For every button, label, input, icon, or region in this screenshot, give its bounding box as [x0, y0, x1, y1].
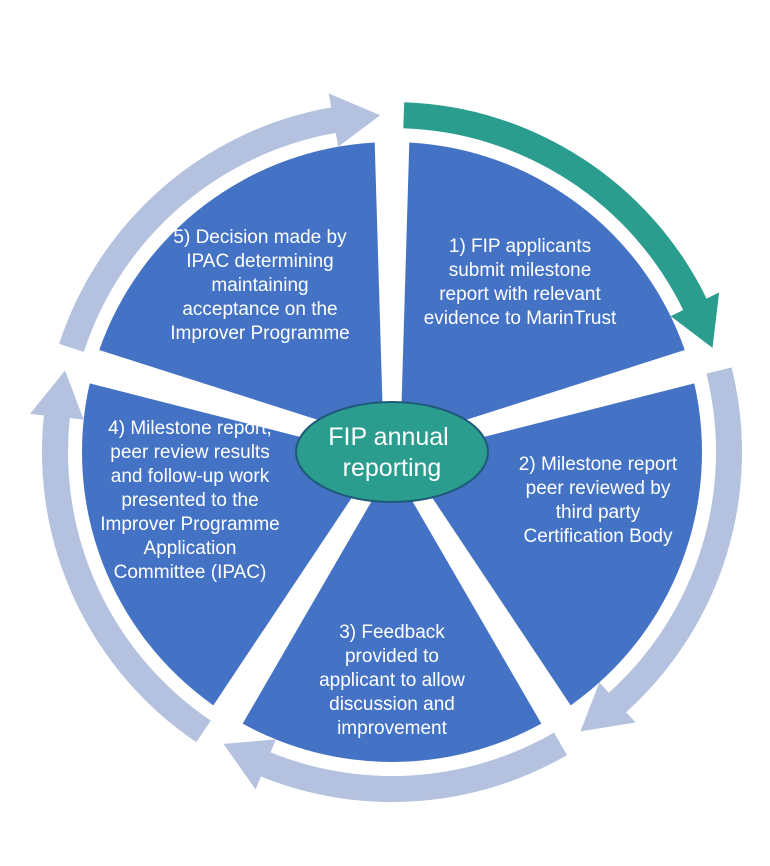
step-5-label-line: 5) Decision made by: [173, 227, 347, 248]
step-3-label-line: applicant to allow: [319, 670, 465, 691]
center-label-line-1: FIP annual: [328, 423, 448, 451]
step-2-label-line: peer reviewed by: [526, 478, 671, 499]
segment-step-5: [99, 142, 384, 441]
segment-step-3: [242, 466, 542, 762]
arrow-step-3-to-4: [223, 732, 567, 802]
step-4-label-line: presented to the: [121, 490, 258, 511]
arrow-step-4-to-5: [29, 370, 211, 743]
step-4-label-line: Committee (IPAC): [114, 562, 267, 583]
step-4-label-line: Application: [144, 538, 237, 559]
step-3-label-line: improvement: [337, 718, 448, 739]
step-1-label-line: submit milestone: [449, 260, 592, 281]
step-4-label-line: Improver Programme: [100, 514, 280, 535]
step-5-label-line: IPAC determining: [186, 251, 334, 272]
step-3-label-line: discussion and: [329, 694, 455, 715]
step-5-label-line: maintaining: [211, 275, 308, 296]
step-2-label-line: third party: [556, 502, 641, 523]
step-2-label-line: 2) Milestone report: [519, 454, 678, 475]
step-3-label-line: provided to: [345, 646, 439, 667]
step-4-label-line: peer review results: [110, 442, 269, 463]
step-2-label-line: Certification Body: [524, 526, 673, 547]
center-label: FIP annual reporting: [328, 423, 455, 482]
step-5-label: 5) Decision made by IPAC determining maint…: [170, 227, 350, 344]
arrow-step-5-to-1: [59, 93, 381, 352]
step-1-label-line: evidence to MarinTrust: [424, 308, 617, 329]
step-3-label-line: 3) Feedback: [339, 622, 445, 643]
step-1-label: 1) FIP applicants submit milestone report …: [424, 236, 617, 329]
segment-labels: 1) FIP applicants submit milestone report …: [100, 227, 678, 739]
arrow-step-2-to-3: [580, 367, 743, 732]
segment-step-1: [400, 142, 685, 441]
step-5-label-line: acceptance on the: [182, 299, 337, 320]
step-4-label-line: and follow-up work: [111, 466, 270, 487]
cycle-segments: [81, 142, 702, 762]
arrow-step-1-to-2: [403, 102, 720, 348]
step-3-label: 3) Feedback provided to applicant to allow…: [319, 622, 465, 739]
step-1-label-line: report with relevant: [439, 284, 601, 305]
center-label-line-2: reporting: [343, 454, 442, 482]
step-4-label: 4) Milestone report, peer review results a…: [100, 418, 280, 583]
step-1-label-line: 1) FIP applicants: [449, 236, 591, 257]
step-5-label-line: Improver Programme: [170, 323, 350, 344]
step-4-label-line: 4) Milestone report,: [108, 418, 272, 439]
center-ellipse: [295, 401, 489, 503]
cycle-arrows: [29, 93, 743, 802]
step-2-label: 2) Milestone report peer reviewed by third…: [519, 454, 678, 547]
